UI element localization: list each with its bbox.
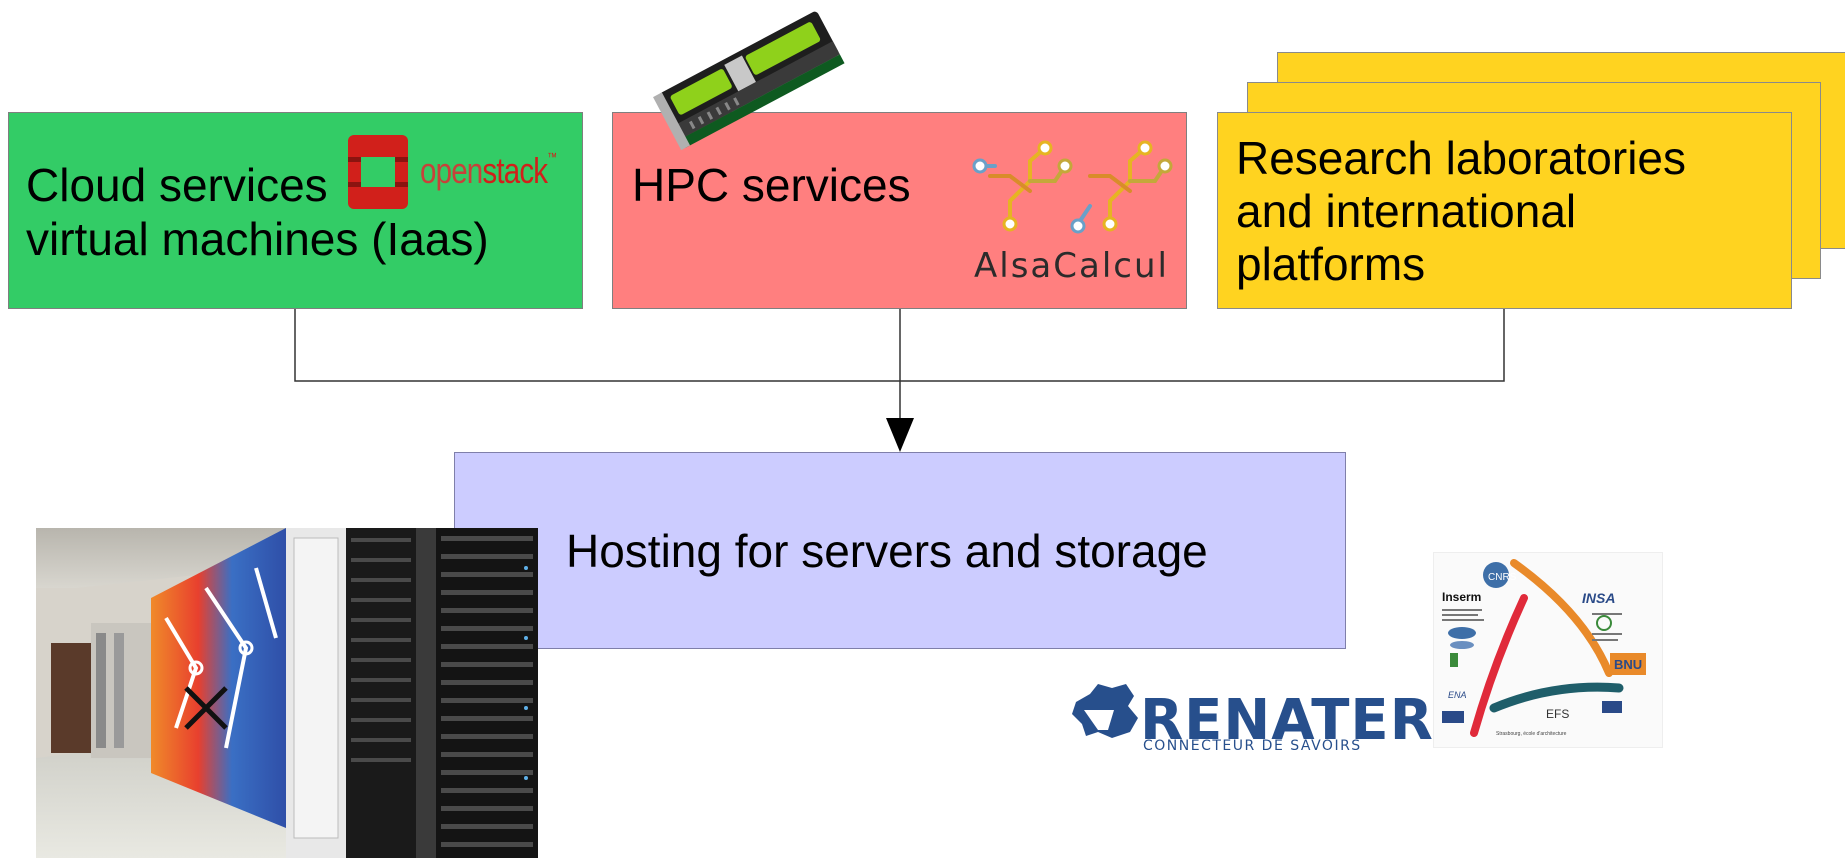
research-label: Research laboratories and international … xyxy=(1236,132,1687,290)
partner-cnrs: CNRS xyxy=(1488,572,1517,583)
research-box xyxy=(1217,112,1792,309)
datacenter-photo xyxy=(36,528,538,858)
renater-wordmark: RENATER xyxy=(1140,688,1434,753)
openstack-wordmark: openstack™ xyxy=(420,150,557,192)
hpc-services-label: HPC services xyxy=(632,159,911,211)
openstack-word-stack: stack xyxy=(482,150,548,191)
hosting-box xyxy=(454,452,1346,649)
partner-efs: EFS xyxy=(1546,707,1569,721)
partner-ecole-architecture: Strasbourg, école d'architecture xyxy=(1496,731,1567,737)
connector-arrowhead xyxy=(886,418,914,452)
partner-ena: ENA xyxy=(1448,690,1467,700)
alsacalcul-circuit-icon xyxy=(972,140,1173,234)
hpc-services-box xyxy=(612,112,1187,309)
renater-france-icon xyxy=(1072,684,1138,738)
openstack-trademark: ™ xyxy=(547,150,557,164)
openstack-word-open: open xyxy=(420,150,483,191)
gpu-card-image xyxy=(653,11,845,151)
renater-tagline: CONNECTEUR DE SAVOIRS xyxy=(1143,738,1362,754)
partners-logo-collage: CNRS Inserm INSA BNU EFS ENA Strasbourg,… xyxy=(1433,552,1663,748)
alsacalcul-wordmark: AlsaCalcul xyxy=(974,246,1169,286)
cloud-services-label: Cloud services virtual machines (Iaas) xyxy=(26,159,489,265)
partner-inserm: Inserm xyxy=(1442,590,1481,604)
cloud-services-box xyxy=(8,112,583,309)
partner-insa: INSA xyxy=(1582,590,1615,606)
hosting-label: Hosting for servers and storage xyxy=(566,525,1208,577)
partner-bnu: BNU xyxy=(1614,657,1642,672)
openstack-logo-icon xyxy=(348,135,408,209)
